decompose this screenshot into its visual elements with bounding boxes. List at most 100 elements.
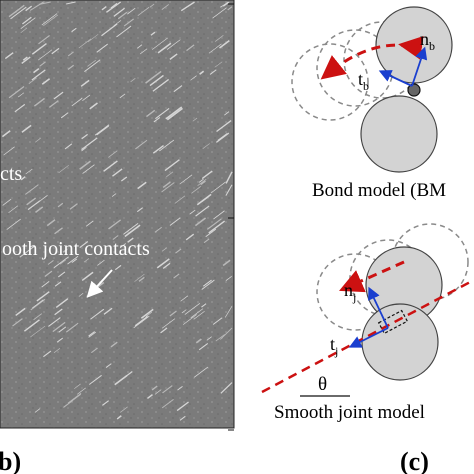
crack-streak [119,93,126,99]
crack-streak [150,31,156,36]
crack-streak [219,327,233,340]
crack-streak [113,7,125,17]
smooth-joint-annotation: ooth joint contacts [2,238,150,260]
crack-streak [54,308,63,316]
crack-streak [10,6,27,20]
crack-streak [67,51,74,57]
crack-streak [174,195,186,204]
crack-streak [58,326,67,333]
crack-streak [90,308,105,320]
crack-streak [106,1,122,13]
crack-streak [136,44,143,49]
rotation-arrow [320,35,424,80]
bond-model-diagram: nb tb Bond model (BM [291,6,453,201]
crack-streak [166,171,174,178]
crack-streak [212,7,227,19]
crack-streak [19,246,35,258]
crack-streak [103,307,113,315]
crack-streak [74,383,81,389]
crack-streak [46,219,56,227]
crack-streak [8,86,25,99]
crack-streak [206,218,222,230]
crack-streak [134,315,149,327]
crack-streak [85,220,94,227]
crack-streak [66,1,76,5]
crack-streak [71,27,77,33]
crack-streak [2,198,12,206]
crack-streak [214,61,223,68]
crack-streak [173,85,183,93]
crack-streak [96,125,110,136]
crack-streak [179,174,193,185]
crack-streak [124,224,141,238]
crack-streak [175,248,182,254]
crack-streak [224,111,230,116]
crack-streak [27,200,41,211]
crack-streak [146,109,156,118]
crack-streak [161,399,174,409]
smooth-joint-model-title: Smooth joint model [274,402,425,423]
microstructure-image [0,0,235,429]
crack-streak [82,94,91,102]
crack-streak [96,43,108,53]
crack-streak [102,400,110,406]
crack-streak [43,14,59,27]
crack-streak [154,389,162,395]
crack-streak [112,235,119,240]
crack-streak [101,6,107,11]
crack-streak [127,237,134,243]
crack-streak [76,387,86,395]
crack-streak [202,143,210,149]
crack-streak [169,53,178,60]
crack-streak [8,4,25,18]
crack-streak [153,116,161,123]
crack-streak [3,146,15,156]
crack-streak [88,331,96,337]
crack-streak [222,259,231,267]
crack-streak [33,67,40,74]
crack-streak [134,273,145,282]
crack-streak [220,1,230,8]
crack-streak [180,295,189,302]
crack-streak [192,117,198,122]
crack-streak [137,6,150,17]
crack-streak [52,321,66,333]
crack-streak [185,233,195,241]
crack-streak [81,133,88,140]
crack-streak [41,78,51,85]
crack-streak [225,171,233,184]
crack-streak [190,308,204,319]
crack-streak [195,205,210,217]
crack-streak [176,401,189,412]
crack-streak [190,75,197,81]
crack-streak [193,311,205,320]
crack-streak [198,342,209,351]
crack-streak [56,337,64,343]
crack-streak [164,159,180,172]
crack-streak [8,205,19,213]
crack-streak [67,392,82,404]
crack-streak [31,42,47,55]
crack-streak [130,77,136,83]
crack-streak [4,52,14,60]
crack-streak [146,394,153,400]
crack-streak [33,313,43,321]
crack-streak [206,336,212,341]
crack-streak [193,366,209,378]
crack-streak [159,139,175,152]
crack-streak [161,247,168,252]
crack-streak [116,25,132,38]
crack-streak [20,176,26,181]
crack-streak [205,228,217,238]
crack-streak [38,49,53,61]
crack-streak [119,243,127,249]
crack-streak [145,311,153,317]
crack-streak [208,43,222,54]
crack-streak [225,276,232,282]
crack-streak [161,182,175,193]
crack-streak [191,186,202,194]
crack-streak [152,78,170,92]
crack-streak [123,222,139,235]
crack-streak [39,61,46,67]
crack-streak [53,256,69,269]
